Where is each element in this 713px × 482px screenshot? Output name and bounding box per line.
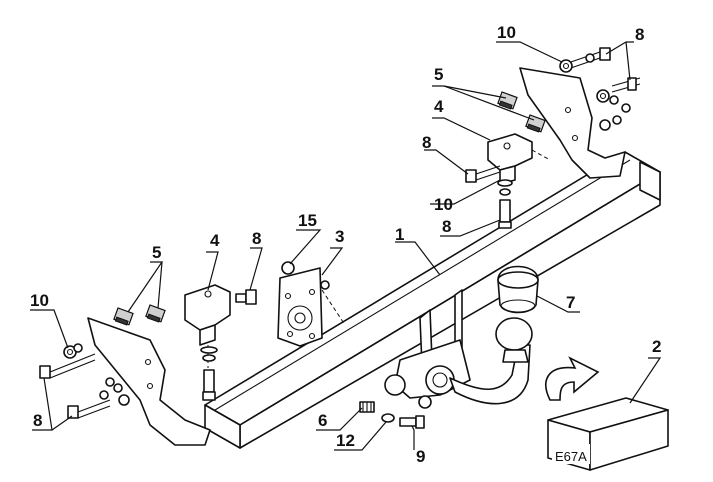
label-part-2: 2 xyxy=(652,337,661,356)
label-part-8-right-clamp: 8 xyxy=(422,133,431,152)
label-part-1: 1 xyxy=(395,225,404,244)
left-bracket-arm xyxy=(87,317,211,446)
label-part-3: 3 xyxy=(335,227,344,246)
label-part-10-top: 10 xyxy=(497,23,516,42)
label-part-8-top-right: 8 xyxy=(635,25,644,44)
socket-plate xyxy=(277,267,346,347)
label-part-5-left: 5 xyxy=(152,243,161,262)
label-part-6: 6 xyxy=(318,411,327,430)
label-part-7: 7 xyxy=(566,293,575,312)
box-code-label: E67A xyxy=(555,449,587,464)
bolts-and-washers xyxy=(39,47,641,429)
label-part-5-right: 5 xyxy=(434,65,443,84)
clip-nuts xyxy=(113,91,546,326)
right-bracket-arm xyxy=(519,67,626,179)
label-part-9: 9 xyxy=(416,447,425,466)
label-part-8-left-bottom: 8 xyxy=(33,411,42,430)
label-part-8-left-top: 8 xyxy=(252,229,261,248)
right-clamp-bracket xyxy=(487,133,551,185)
packaging-box: E67A xyxy=(547,397,669,471)
label-part-10-left: 10 xyxy=(30,291,49,310)
ball-mount-assembly xyxy=(384,289,533,409)
label-part-8-right-bolt: 8 xyxy=(442,217,451,236)
label-part-12: 12 xyxy=(336,431,355,450)
part-labels: 1 2 3 4 4 5 5 6 7 8 8 8 8 8 9 10 10 10 1… xyxy=(30,23,661,466)
label-part-4-left: 4 xyxy=(210,231,220,250)
crossbar xyxy=(204,151,661,449)
ball-cover-cap xyxy=(497,265,539,314)
label-part-10-right: 10 xyxy=(434,195,453,214)
label-part-4-right: 4 xyxy=(434,97,444,116)
label-part-15: 15 xyxy=(298,211,317,230)
curved-arrow xyxy=(545,356,600,401)
left-clamp-bracket xyxy=(184,284,231,368)
leader-lines xyxy=(30,41,662,451)
